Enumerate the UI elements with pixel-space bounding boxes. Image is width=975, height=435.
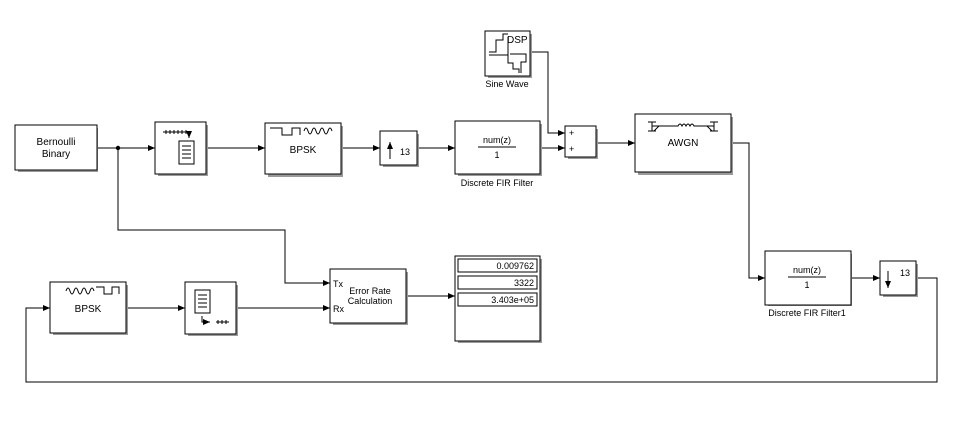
branch-point [115,145,121,151]
discrete-fir-filter1-block[interactable]: num(z) 1 [764,250,852,306]
display-value-error-count: 3322 [514,278,534,288]
sum-sign-bottom: + [569,144,574,154]
wire-downsample-feedback[interactable] [25,277,938,383]
error-rate-calculation-block[interactable]: Tx Rx Error Rate Calculation [329,268,408,325]
bpsk-mod-waveform-icon [270,127,333,136]
fir1-numerator: num(z) [793,265,821,275]
channel-icon [648,121,718,132]
buffer-icon [163,130,195,165]
error-label-line1: Error Rate [349,286,391,296]
awgn-channel-block[interactable]: AWGN [634,113,733,175]
sine-wave-block[interactable]: DSP [484,30,532,78]
downsample-block[interactable]: 13 [879,260,918,297]
upsample-block[interactable]: 13 [379,130,419,167]
sum-block[interactable]: + + [564,125,598,159]
wire-sine-to-sum[interactable] [530,51,565,136]
wire-branch-to-error-tx[interactable] [117,148,330,286]
fir1-caption: Discrete FIR Filter1 [768,308,846,318]
display-block[interactable]: 0.009762 3322 3.403e+05 [454,255,542,343]
error-port-tx: Tx [333,279,343,289]
downsample-factor: 13 [900,268,910,278]
unbuffer-block[interactable] [184,281,238,336]
display-cell-error-rate [457,258,538,273]
display-value-sample-count: 3.403e+05 [491,295,534,305]
sum-sign-top: + [569,128,574,138]
bpsk-modulator-block[interactable]: BPSK [264,122,343,177]
fir-denominator: 1 [494,150,499,160]
display-cell-sample-count [457,292,538,307]
bpsk-demod-waveform-icon [65,286,120,295]
fir1-denominator: 1 [804,280,809,290]
sine-caption: Sine Wave [485,79,528,89]
unbuffer-icon [194,289,229,325]
bpsk-demodulator-block[interactable]: BPSK [49,281,128,335]
wire-awgn-to-fir1[interactable] [731,142,765,281]
signal-lines [25,51,938,383]
bernoulli-label-line1: Bernoulli [37,137,76,148]
dsp-sine-icon [489,33,527,73]
display-value-error-rate: 0.009762 [496,261,534,271]
error-label-line2: Calculation [348,296,393,306]
bpsk-mod-label: BPSK [290,145,317,156]
display-cell-error-count [457,275,538,290]
discrete-fir-filter-block[interactable]: num(z) 1 [454,120,542,176]
bernoulli-label-line2: Binary [42,149,70,160]
error-port-rx: Rx [333,304,344,314]
upsample-factor: 13 [400,147,410,157]
buffer-block[interactable] [154,121,208,176]
fir-caption: Discrete FIR Filter [461,178,534,188]
fir-numerator: num(z) [483,135,511,145]
awgn-label: AWGN [668,138,699,149]
bernoulli-binary-block[interactable]: Bernoulli Binary [14,124,98,172]
sine-dsp-text: DSP [507,35,528,46]
bpsk-demod-label: BPSK [75,304,102,315]
